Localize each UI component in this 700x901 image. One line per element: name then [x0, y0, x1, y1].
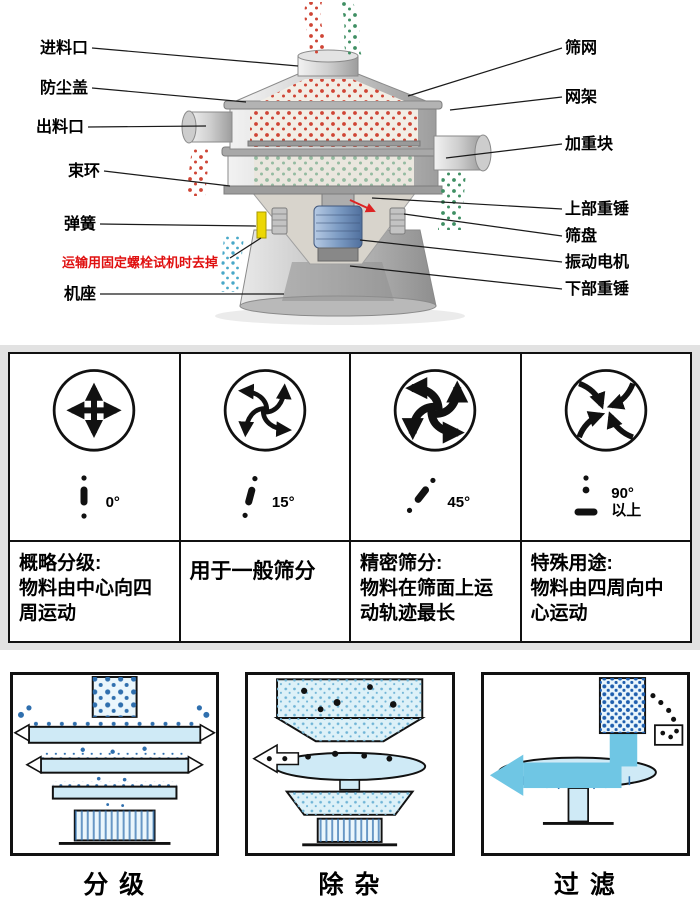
label-screen-mesh: 筛网 [565, 40, 598, 57]
label-vibration-motor: 振动电机 [565, 254, 630, 271]
lower-drum [223, 155, 443, 195]
angle-label: 90° 以上 [611, 485, 642, 520]
motion-description: 物料由中心向四周运动 [19, 578, 153, 625]
phase-indicator-15 [242, 476, 258, 519]
callout-lines [87, 47, 563, 295]
application-filtration: 过 滤 [480, 672, 690, 901]
application-examples: 分 级 [0, 650, 700, 901]
motion-heading: 精密筛分: [360, 553, 443, 574]
motion-description-cell: 概略分级: 物料由中心向四周运动 [10, 540, 179, 641]
red-particle-stream [186, 148, 210, 196]
motion-description: 物料由四周向中心运动 [530, 578, 664, 625]
cone-flange [223, 100, 443, 110]
label-machine-base: 机座 [63, 286, 96, 303]
filtration-panel [480, 672, 690, 856]
angle-label: 45° [447, 493, 471, 511]
phase-indicator-45 [407, 478, 436, 514]
label-upper-weight: 上部重锤 [565, 201, 630, 218]
upper-drum [229, 108, 437, 150]
converging-curves-icon [564, 369, 647, 452]
label-clamp-ring: 束环 [67, 163, 100, 180]
outlet-right [433, 134, 492, 230]
motion-description: 用于一般筛分 [189, 560, 316, 583]
motion-description: 物料在筛面上运动轨迹最长 [360, 578, 494, 625]
spring-left [271, 207, 288, 235]
label-feed-inlet: 进料口 [39, 40, 88, 57]
machine-diagram-section: 进料口 防尘盖 出料口 束环 弹簧 运输用固定螺栓试机时去掉 机座 筛网 网架 … [0, 0, 700, 345]
label-discharge-outlet: 出料口 [35, 119, 84, 136]
pinwheel-bold-icon [394, 369, 477, 452]
filtration-schematic [489, 677, 683, 825]
outlet-left [181, 110, 233, 196]
lower-weight-block [317, 247, 359, 262]
dust-cover-cone [235, 73, 427, 102]
label-dust-cover: 防尘盖 [39, 80, 88, 97]
motion-description-cell: 特殊用途: 物料由四周向中心运动 [521, 540, 690, 641]
spring-right [389, 207, 406, 235]
phase-indicator-90 [574, 475, 598, 516]
cross-arrows-icon [53, 369, 136, 452]
incoming-green-stream [338, 2, 362, 56]
green-particle-stream [438, 172, 466, 230]
impurity-removal-label: 除 杂 [318, 871, 382, 899]
phase-indicator-0 [80, 475, 88, 519]
motion-angle-table: 0° 概略分级: 物料由中心向四周运动 [8, 352, 692, 643]
grading-panel [10, 672, 220, 857]
cyan-particle-stream [219, 236, 244, 292]
label-mesh-frame: 网架 [565, 89, 598, 106]
motion-column-0deg: 0° 概略分级: 物料由中心向四周运动 [10, 354, 181, 641]
motion-column-45deg: 45° 精密筛分: 物料在筛面上运动轨迹最长 [351, 354, 522, 641]
pinwheel-curved-icon [223, 369, 306, 452]
grading-schematic [13, 675, 216, 845]
application-grading: 分 级 [10, 672, 220, 901]
angle-label: 15° [271, 493, 295, 511]
label-transport-bolt-note: 运输用固定螺栓试机时去掉 [62, 255, 219, 270]
upper-weight-block [321, 193, 355, 207]
label-spring: 弹簧 [63, 216, 96, 233]
motion-angle-section: 0° 概略分级: 物料由中心向四周运动 [0, 345, 700, 650]
motion-description-cell: 精密筛分: 物料在筛面上运动轨迹最长 [351, 540, 520, 641]
grading-label: 分 级 [83, 871, 147, 900]
label-sieve-plate: 筛盘 [565, 228, 598, 245]
application-impurity-removal: 除 杂 [245, 672, 455, 901]
label-lower-weight: 下部重锤 [565, 281, 630, 298]
filtration-label: 过 滤 [553, 871, 617, 899]
motion-description-cell: 用于一般筛分 [180, 540, 349, 641]
angle-label: 0° [105, 493, 120, 511]
label-weight-block: 加重块 [565, 136, 614, 153]
motor-body [313, 205, 363, 249]
motion-column-15deg: 15° 用于一般筛分 [180, 354, 351, 641]
clamp-ring-band [223, 185, 443, 195]
impurity-removal-panel [245, 672, 455, 856]
vibration-arrow [349, 199, 376, 213]
motion-heading: 特殊用途: [530, 553, 613, 574]
motion-heading: 概略分级: [19, 553, 102, 574]
screen-mesh-layer [247, 140, 421, 147]
vibrating-sieve-illustration [87, 2, 563, 325]
impurity-removal-schematic [252, 678, 427, 847]
motion-column-90deg: 90° 以上 特殊用途: 物料由四周向中心运动 [521, 354, 690, 641]
incoming-red-stream [304, 2, 326, 56]
transport-fixing-bolt [256, 211, 267, 239]
machine-base-body [239, 229, 437, 317]
